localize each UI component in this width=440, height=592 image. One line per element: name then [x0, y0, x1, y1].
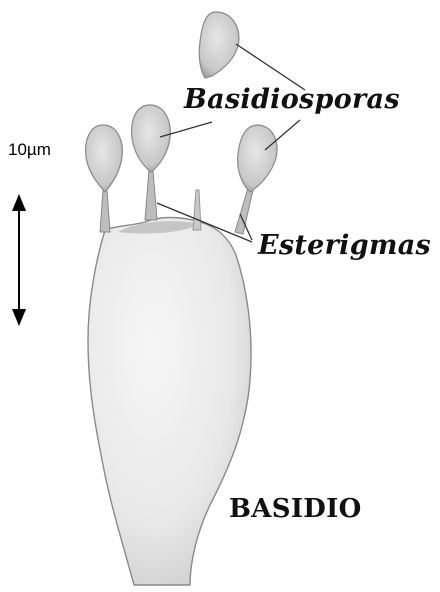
basidiospore-middle — [132, 105, 171, 172]
scale-bar-arrow-down — [12, 309, 26, 326]
basidium-label: BASIDIO — [229, 494, 362, 524]
sterigma-right — [235, 188, 253, 234]
scale-bar-label: 10µm — [8, 140, 60, 160]
sterigmata-label: Esterigmas — [258, 230, 431, 261]
sterigma-left — [100, 190, 110, 232]
basidium-cell — [88, 218, 251, 586]
sterigma-center-right — [193, 190, 201, 230]
basidiospores-label: Basidiosporas — [184, 84, 400, 115]
basidiospore-left — [86, 125, 123, 192]
sterigma-middle — [145, 170, 157, 220]
basidiospore-top — [199, 12, 239, 78]
basidiospore-right — [238, 125, 277, 192]
scale-bar-arrow-up — [12, 194, 26, 211]
